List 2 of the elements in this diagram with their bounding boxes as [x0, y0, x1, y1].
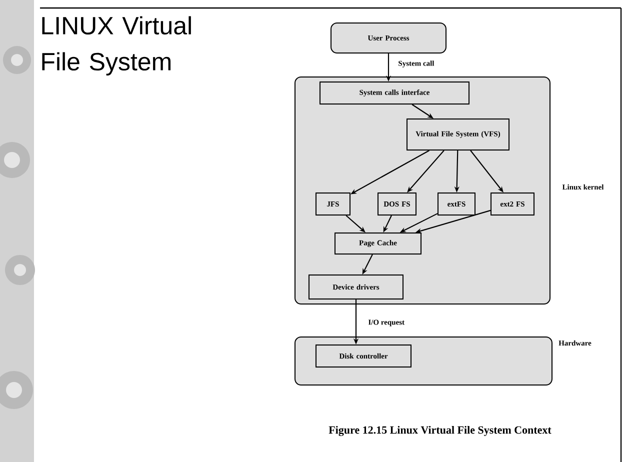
slide-title: LINUX Virtual File System	[42, 16, 191, 76]
figure-caption: Figure 12.15 Linux Virtual File System Context	[328, 426, 552, 436]
